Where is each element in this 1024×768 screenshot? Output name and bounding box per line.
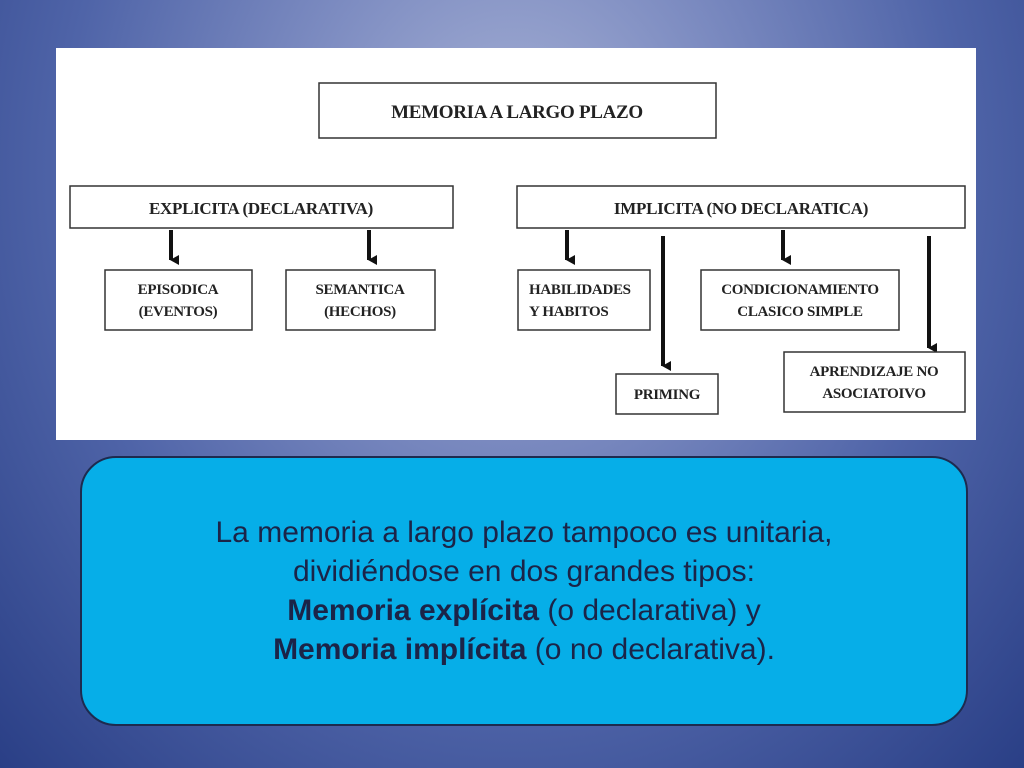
episodic-sublabel: (EVENTOS) bbox=[139, 304, 218, 320]
implicit-memory-term: Memoria implícita bbox=[273, 633, 527, 666]
semantic-sublabel: (HECHOS) bbox=[324, 304, 396, 320]
semantic-label: SEMANTICA bbox=[316, 282, 405, 298]
root-node: MEMORIA A LARGO PLAZO bbox=[318, 82, 717, 139]
episodic-label: EPISODICA bbox=[138, 282, 219, 298]
conditioning-sublabel: CLASICO SIMPLE bbox=[737, 304, 863, 320]
caption-line-2: dividiéndose en dos grandes tipos: bbox=[293, 555, 755, 588]
root-label: MEMORIA A LARGO PLAZO bbox=[391, 102, 643, 123]
semantic-node: SEMANTICA (HECHOS) bbox=[285, 269, 436, 331]
diagram-arrows bbox=[169, 230, 937, 371]
diagram-panel: MEMORIA A LARGO PLAZO EXPLICITA (DECLARA… bbox=[56, 48, 976, 440]
priming-label: PRIMING bbox=[634, 387, 701, 403]
caption-line-1: La memoria a largo plazo tampoco es unit… bbox=[215, 516, 833, 549]
skills-label: HABILIDADES bbox=[529, 282, 631, 298]
memory-diagram: MEMORIA A LARGO PLAZO EXPLICITA (DECLARA… bbox=[69, 82, 966, 415]
conditioning-node: CONDICIONAMIENTO CLASICO SIMPLE bbox=[700, 269, 900, 331]
caption-line-4-rest: (o no declarativa). bbox=[526, 633, 775, 666]
nonassociative-label: APRENDIZAJE NO bbox=[810, 364, 939, 380]
implicit-label: IMPLICITA (NO DECLARATICA) bbox=[614, 199, 868, 218]
caption-line-3: Memoria explícita (o declarativa) y bbox=[287, 591, 761, 630]
explicit-memory-term: Memoria explícita bbox=[287, 594, 539, 627]
nonassociative-node: APRENDIZAJE NO ASOCIATOIVO bbox=[783, 351, 966, 413]
skills-node: HABILIDADES Y HABITOS bbox=[517, 269, 651, 331]
explicit-node: EXPLICITA (DECLARATIVA) bbox=[69, 185, 454, 229]
conditioning-label: CONDICIONAMIENTO bbox=[721, 282, 878, 298]
implicit-node: IMPLICITA (NO DECLARATICA) bbox=[516, 185, 966, 229]
explicit-label: EXPLICITA (DECLARATIVA) bbox=[149, 199, 373, 218]
caption-box: La memoria a largo plazo tampoco es unit… bbox=[80, 456, 968, 726]
skills-sublabel: Y HABITOS bbox=[529, 304, 608, 320]
priming-node: PRIMING bbox=[615, 373, 719, 415]
nonassociative-sublabel: ASOCIATOIVO bbox=[822, 386, 925, 402]
episodic-node: EPISODICA (EVENTOS) bbox=[104, 269, 253, 331]
caption-line-3-rest: (o declarativa) y bbox=[539, 594, 761, 627]
caption-line-4: Memoria implícita (o no declarativa). bbox=[273, 630, 775, 669]
